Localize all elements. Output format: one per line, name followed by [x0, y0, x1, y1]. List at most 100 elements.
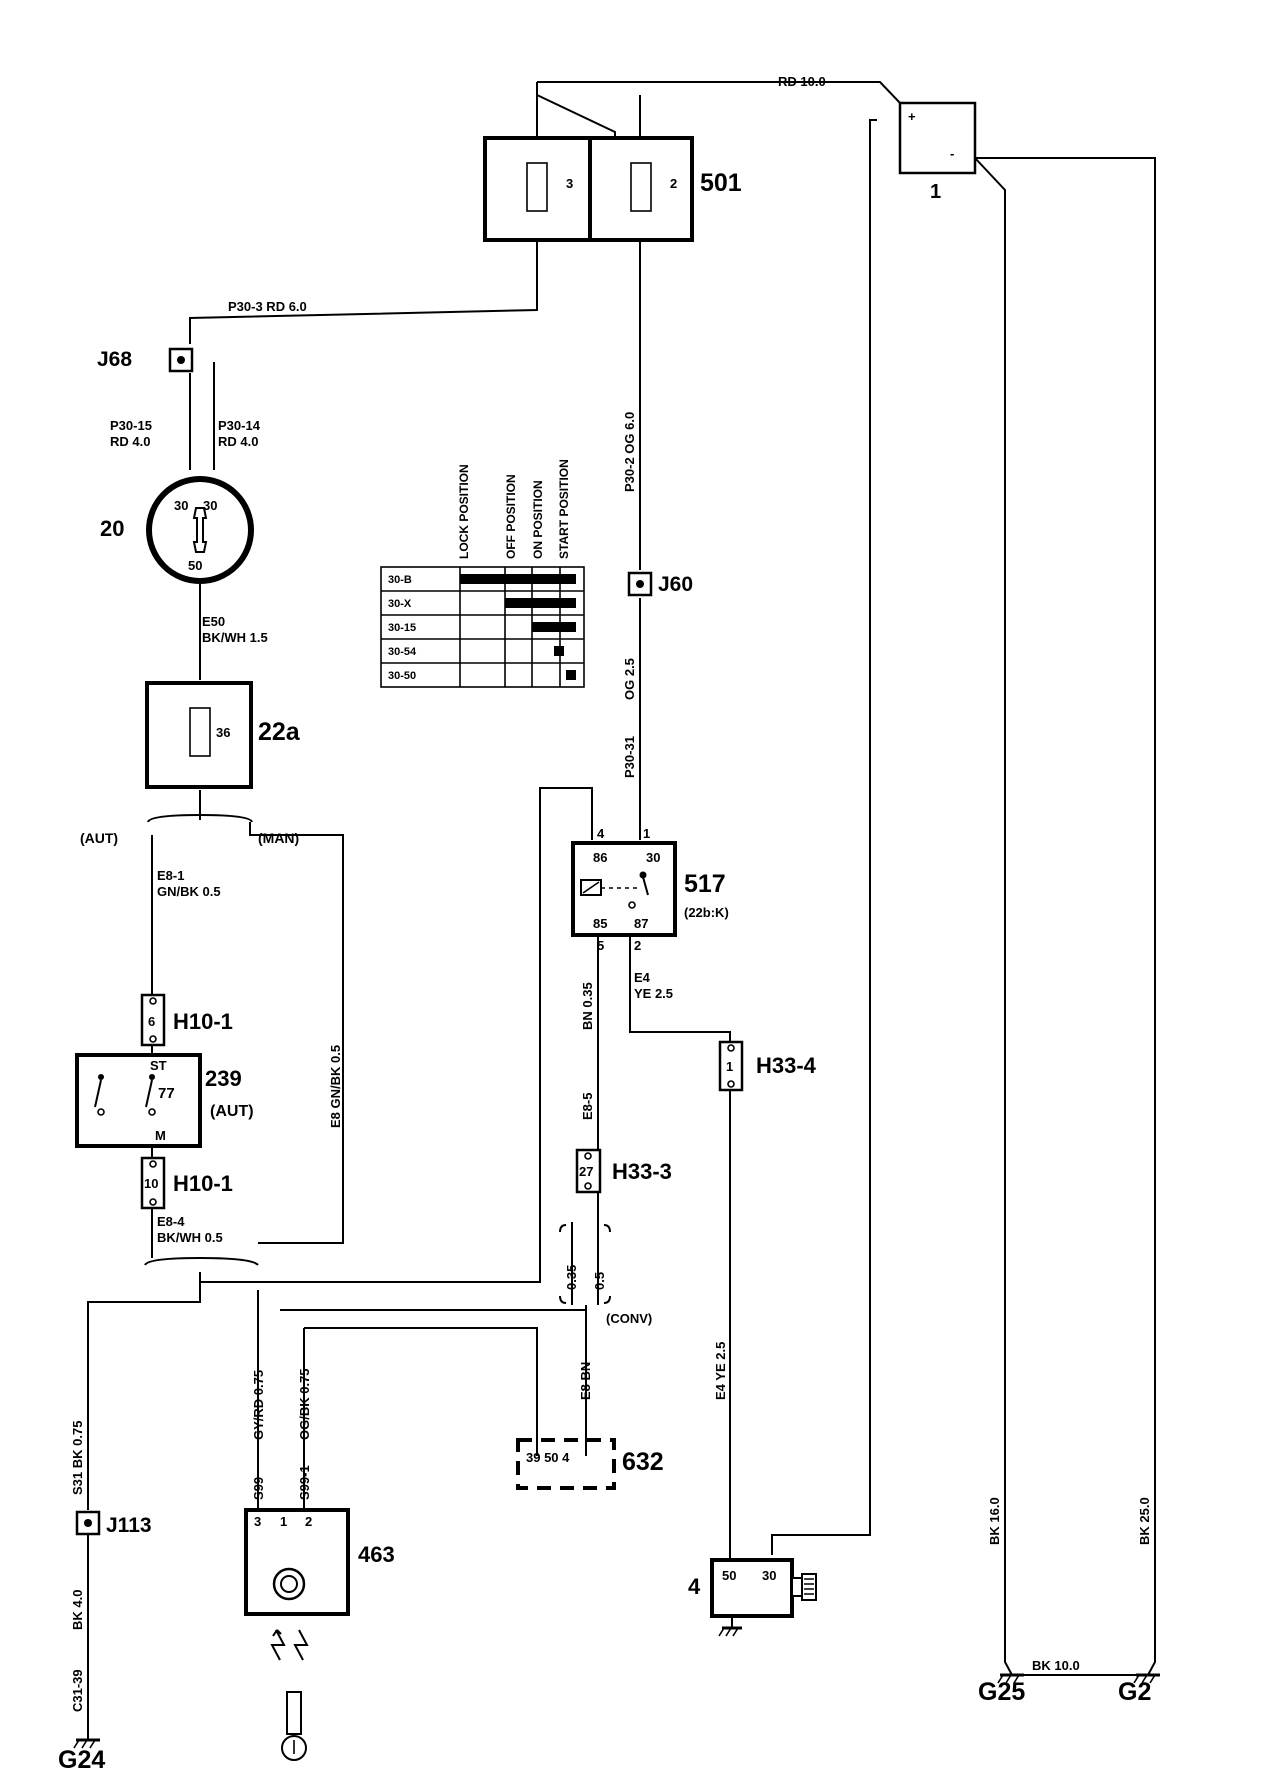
- svg-text:J113: J113: [106, 1514, 152, 1537]
- svg-text:87: 87: [634, 916, 648, 931]
- svg-text:G25: G25: [978, 1678, 1025, 1706]
- wire-label-e8-4: E8-4: [157, 1214, 185, 1229]
- svg-text:(22b:K): (22b:K): [684, 905, 729, 920]
- table-frame: [380, 566, 585, 688]
- table-row-label: 30-B: [388, 574, 412, 586]
- table-bar: [460, 574, 576, 584]
- starter-id: 4: [688, 1574, 701, 1599]
- fuse-box-id: 501: [700, 169, 742, 197]
- table-row-label: 30-X: [388, 598, 412, 610]
- wire-label-s99: S99: [251, 1477, 266, 1500]
- control-unit-632: 39 50 4 632: [516, 1438, 664, 1490]
- table-header: LOCK POSITION: [457, 464, 471, 559]
- svg-text:77: 77: [158, 1085, 175, 1102]
- fuse-3-label: 3: [566, 176, 573, 191]
- wire-label-og25: OG 2.5: [622, 658, 637, 700]
- table-row-label: 30-15: [388, 622, 416, 634]
- ground-g2: G2: [1118, 1673, 1160, 1706]
- svg-text:6: 6: [148, 1014, 155, 1029]
- wire-label-bk16: BK 16.0: [987, 1497, 1002, 1545]
- wire-label-e8-1: E8-1: [157, 868, 184, 883]
- wire-label-gyrd: GY/RD 0.75: [251, 1370, 266, 1440]
- switch-position-table: 30-B 30-X 30-15 30-54 30-50 LOCK POSITION OFF …: [380, 459, 585, 688]
- table-header: OFF POSITION: [504, 474, 518, 559]
- table-bar: [554, 646, 564, 656]
- svg-text:30: 30: [646, 850, 660, 865]
- svg-text:H33-4: H33-4: [756, 1053, 817, 1078]
- svg-text:39 50 4: 39 50 4: [526, 1450, 570, 1465]
- svg-text:G2: G2: [1118, 1678, 1151, 1706]
- fuse-22a: 36 22a: [145, 681, 301, 789]
- wire-label-ogbk: OG/BK 0.75: [297, 1368, 312, 1440]
- connector-j68: J68: [97, 347, 194, 373]
- battery: + - 1: [898, 101, 977, 203]
- connector-h10-top: 6 H10-1: [140, 993, 233, 1047]
- svg-text:(AUT): (AUT): [210, 1103, 254, 1120]
- relay-id: 517: [684, 870, 726, 898]
- connector-j113: J113: [75, 1510, 152, 1537]
- table-header: START POSITION: [557, 459, 571, 559]
- table-bar: [566, 670, 576, 680]
- wire-label-s99-1: S99-1: [297, 1465, 312, 1500]
- wire-label-e8-bn: E8 BN: [578, 1362, 593, 1400]
- wireless-signal-icon: [270, 1629, 309, 1661]
- svg-text:50: 50: [722, 1568, 736, 1583]
- svg-text:1: 1: [643, 826, 650, 841]
- svg-text:J68: J68: [97, 348, 132, 371]
- antenna-unit-463: 3 1 2 463: [244, 1508, 395, 1616]
- svg-text:H10-1: H10-1: [173, 1171, 233, 1196]
- table-header: ON POSITION: [531, 480, 545, 559]
- wire-label-rd10: RD 10.0: [778, 74, 826, 89]
- battery-plus: +: [908, 109, 916, 124]
- connector-h10-bottom: 10 H10-1: [140, 1156, 233, 1210]
- branch-label-man: (MAN): [258, 830, 299, 846]
- selector-switch-id: 239: [205, 1066, 242, 1091]
- battery-id: 1: [930, 181, 941, 203]
- ground-g25: G25: [978, 1673, 1025, 1706]
- wire-label-p30-2: P30-2 OG 6.0: [622, 412, 637, 492]
- svg-text:3: 3: [254, 1514, 261, 1529]
- svg-text:10: 10: [144, 1176, 158, 1191]
- wire-label-e4: E4: [634, 970, 651, 985]
- wire-label-p30-15: P30-15: [110, 418, 152, 433]
- wire-label-p30-3: P30-3 RD 6.0: [228, 299, 307, 314]
- fuse-22a-id: 22a: [258, 718, 301, 746]
- control-632-id: 632: [622, 1448, 664, 1476]
- svg-text:1: 1: [280, 1514, 287, 1529]
- svg-text:H10-1: H10-1: [173, 1009, 233, 1034]
- svg-text:86: 86: [593, 850, 607, 865]
- wire-label-p30-31: P30-31: [622, 736, 637, 778]
- table-bar: [532, 622, 576, 632]
- antenna-unit-id: 463: [358, 1542, 395, 1567]
- selector-switch-239: ST 77 M 239 (AUT): [75, 1053, 254, 1148]
- fuse-box-501: 3 2 501: [483, 136, 742, 242]
- wire-label-e50-color: BK/WH 1.5: [202, 630, 268, 645]
- ignition-switch: 30 30 50 20: [100, 476, 254, 584]
- chassis-ground-icon: [718, 1616, 742, 1637]
- wire-label-p30-14-color: RD 4.0: [218, 434, 258, 449]
- wire-label-e4-ye: E4 YE 2.5: [713, 1342, 728, 1400]
- table-row-label: 30-50: [388, 670, 416, 682]
- table-row-label: 30-54: [388, 646, 417, 658]
- branch-label-aut: (AUT): [80, 830, 118, 846]
- relay-517: 4 1 86 30 85 87 5 2 517 (22b:K): [571, 826, 729, 953]
- wire-label-e8-4-color: BK/WH 0.5: [157, 1230, 223, 1245]
- svg-text:5: 5: [597, 938, 604, 953]
- wire-label-e8-1-color: GN/BK 0.5: [157, 884, 221, 899]
- table-bar: [505, 598, 576, 608]
- wire-label-bk25: BK 25.0: [1137, 1497, 1152, 1545]
- svg-text:M: M: [155, 1128, 166, 1143]
- wire-label-p30-15-color: RD 4.0: [110, 434, 150, 449]
- wire-label-05: 0.5: [592, 1272, 607, 1290]
- battery-minus: -: [950, 146, 954, 161]
- svg-text:G24: G24: [58, 1746, 105, 1774]
- wiring: [87, 81, 1156, 1740]
- svg-text:J60: J60: [658, 573, 693, 596]
- wire-label-e50: E50: [202, 614, 225, 629]
- wire-label-e8-5: E8-5: [580, 1093, 595, 1120]
- ground-g24: G24: [58, 1738, 105, 1774]
- svg-text:2: 2: [634, 938, 641, 953]
- connector-h33-3: 27 H33-3: [575, 1148, 672, 1194]
- svg-text:27: 27: [579, 1164, 593, 1179]
- wire-label-e8-gnbk: E8 GN/BK 0.5: [328, 1045, 343, 1128]
